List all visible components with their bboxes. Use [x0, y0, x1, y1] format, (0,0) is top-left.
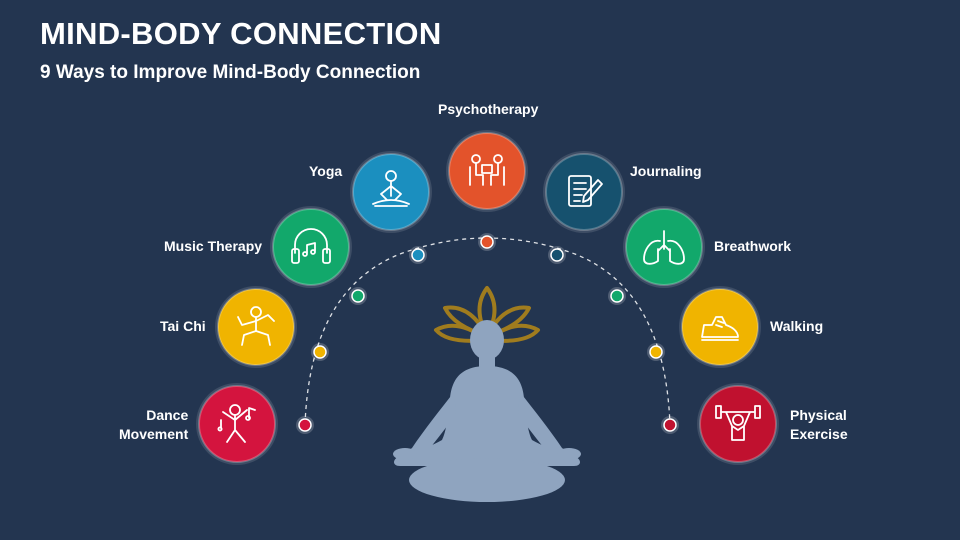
item-circle — [699, 385, 777, 463]
connector-dot — [351, 289, 365, 303]
item-label: Tai Chi — [160, 318, 206, 334]
tai-chi-icon — [237, 306, 275, 346]
item-circles — [196, 130, 779, 465]
item-label: Music Therapy — [164, 238, 263, 254]
shoe-icon — [701, 316, 739, 341]
item-label: Breathwork — [714, 238, 792, 254]
connector-dots — [296, 233, 679, 434]
journal-icon — [568, 175, 603, 207]
item-label: Walking — [770, 318, 824, 334]
item-label: Yoga — [309, 163, 343, 179]
item-circle — [448, 132, 526, 210]
connector-dot — [649, 345, 663, 359]
yoga-icon — [372, 170, 410, 207]
headphones-icon — [291, 228, 331, 264]
connector-dot — [550, 248, 564, 262]
connector-dot — [663, 418, 677, 432]
dance-icon — [217, 404, 256, 443]
page-title: MIND-BODY CONNECTION — [40, 16, 442, 51]
therapy-session-icon — [469, 154, 505, 186]
page-subtitle: 9 Ways to Improve Mind-Body Connection — [40, 62, 421, 83]
item-circle — [272, 208, 350, 286]
connector-dot — [411, 248, 425, 262]
lungs-icon — [643, 230, 685, 265]
meditating-figure — [393, 320, 581, 502]
item-circle — [545, 153, 623, 231]
connector-dot — [313, 345, 327, 359]
connector-dot — [298, 418, 312, 432]
connector-dot — [480, 235, 494, 249]
item-label: Journaling — [630, 163, 702, 179]
connector-dot — [610, 289, 624, 303]
item-label: Psychotherapy — [438, 101, 539, 117]
item-circle — [198, 385, 276, 463]
weightlifting-icon — [715, 405, 761, 441]
